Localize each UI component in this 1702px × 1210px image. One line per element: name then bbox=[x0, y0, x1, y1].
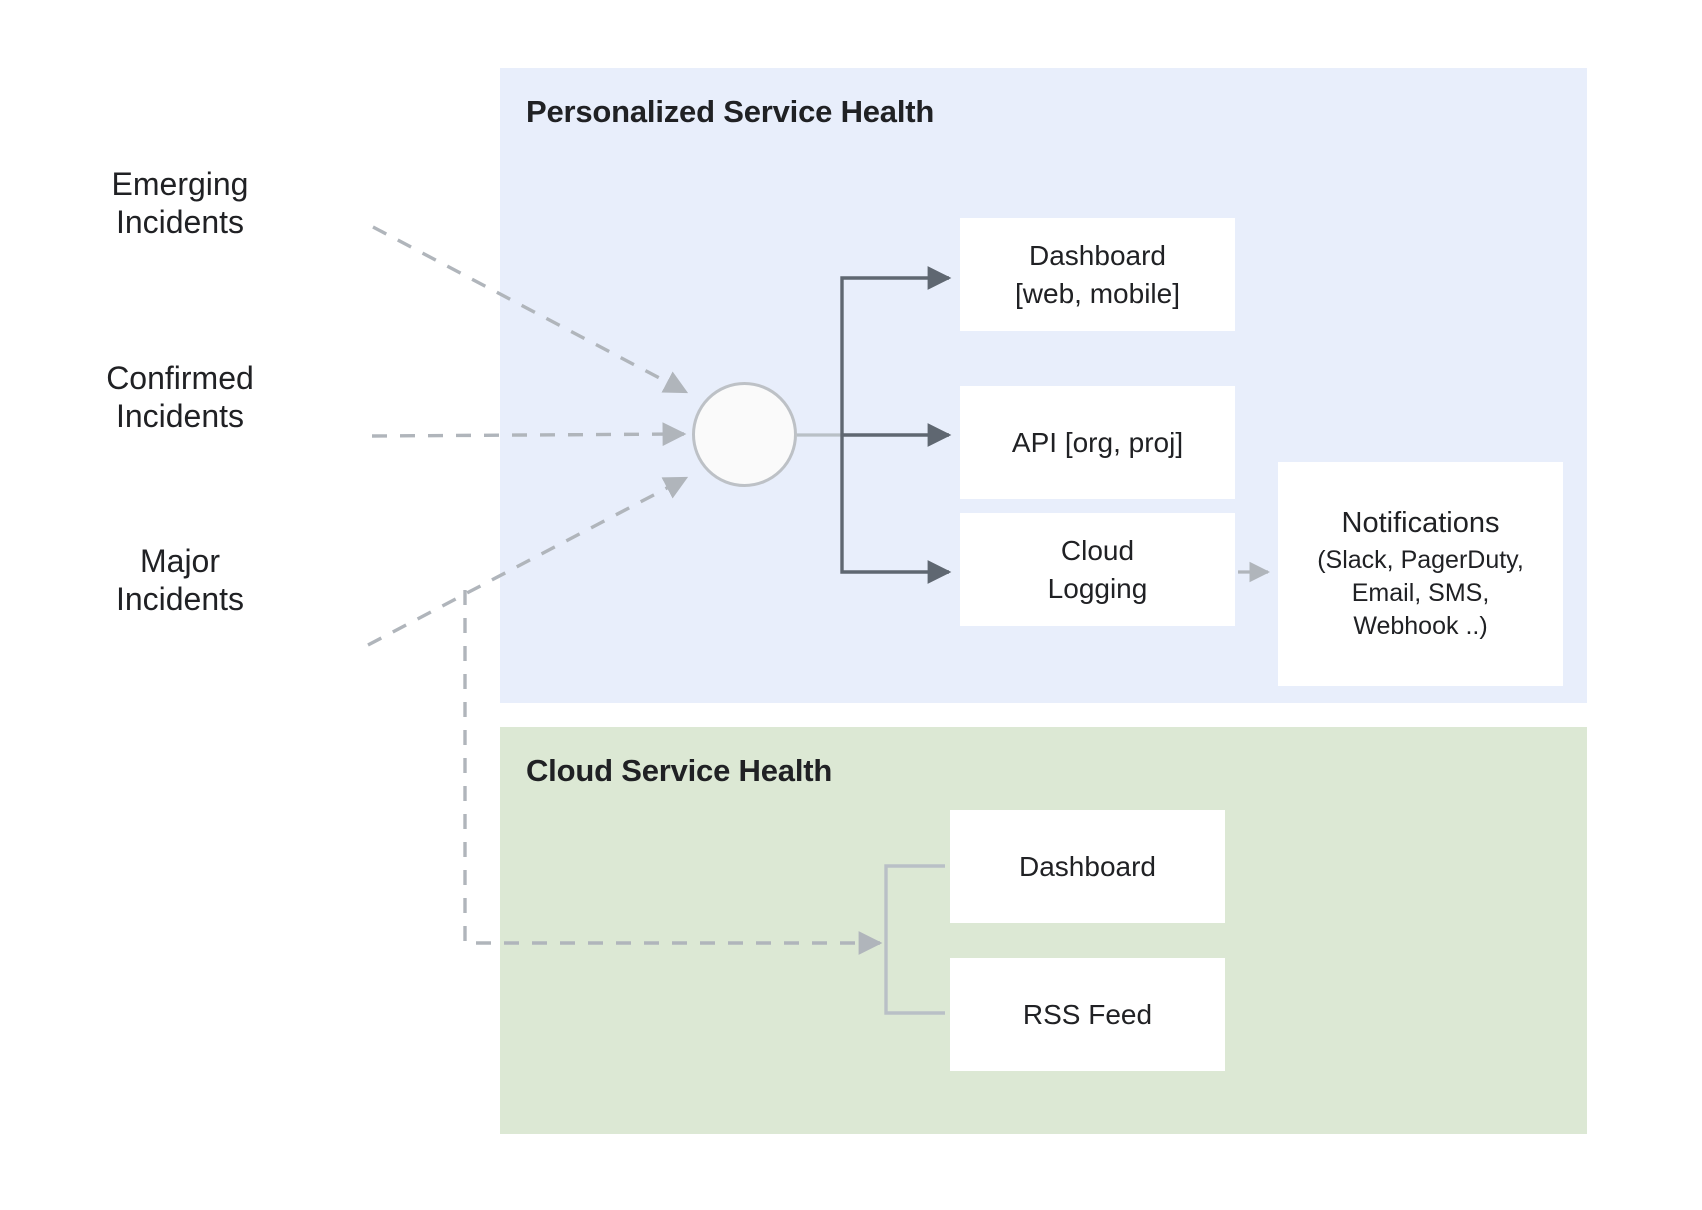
node-rss-feed: RSS Feed bbox=[950, 958, 1225, 1071]
node-cloud-dashboard: Dashboard bbox=[950, 810, 1225, 923]
service-health-hub-node bbox=[692, 382, 797, 487]
source-label-major-incidents: Major Incidents bbox=[115, 543, 245, 617]
node-cloud-logging: Cloud Logging bbox=[960, 513, 1235, 626]
source-label-confirmed-incidents: Confirmed Incidents bbox=[106, 360, 254, 434]
node-notifications: Notifications (Slack, PagerDuty, Email, … bbox=[1278, 462, 1563, 686]
notifications-title: Notifications bbox=[1341, 507, 1500, 540]
node-dashboard-web-mobile: Dashboard [web, mobile] bbox=[960, 218, 1235, 331]
notifications-channels: (Slack, PagerDuty, Email, SMS, Webhook .… bbox=[1317, 545, 1524, 640]
panel-cloud-service-health: Cloud Service Health bbox=[500, 727, 1587, 1134]
panel-cloud-title: Cloud Service Health bbox=[526, 753, 833, 788]
node-api-org-proj: API [org, proj] bbox=[960, 386, 1235, 499]
panel-personalized-title: Personalized Service Health bbox=[526, 94, 935, 129]
source-label-emerging-incidents: Emerging Incidents bbox=[111, 166, 249, 240]
